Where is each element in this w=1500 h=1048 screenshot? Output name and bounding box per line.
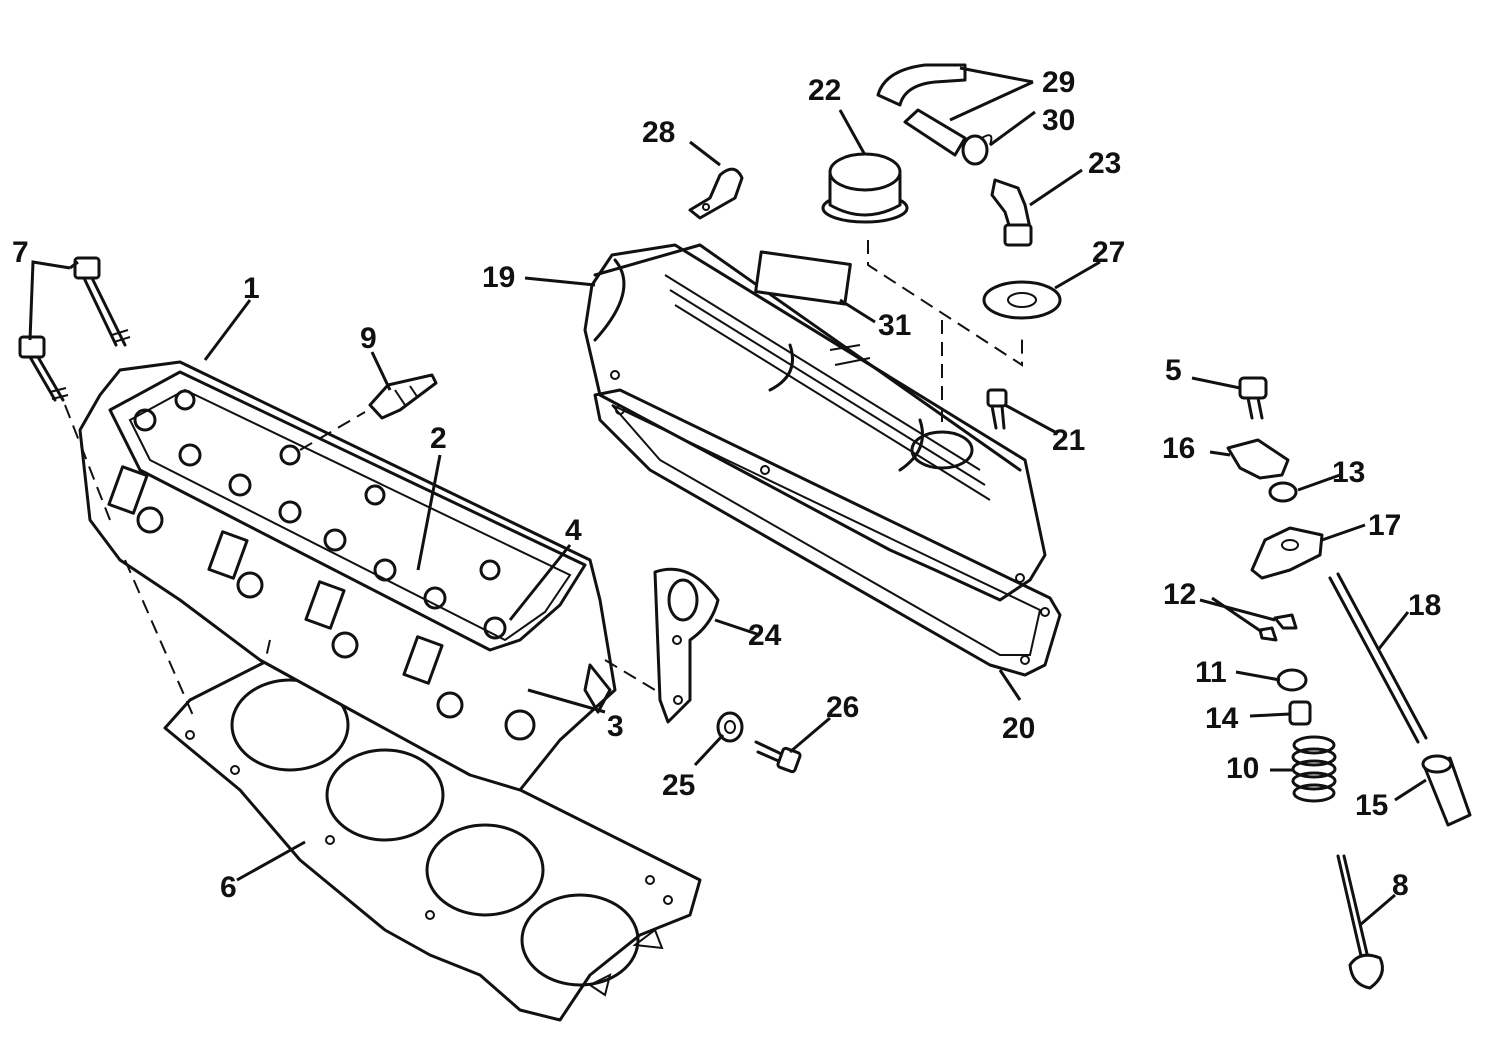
callout-18: 18: [1408, 589, 1441, 622]
callout-14: 14: [1205, 702, 1239, 735]
pushrod: [1328, 572, 1428, 744]
callout-24: 24: [748, 619, 782, 652]
callout-25: 25: [662, 769, 695, 802]
callout-6: 6: [220, 871, 237, 904]
spark-plug: [368, 373, 438, 420]
callout-31: 31: [878, 309, 911, 342]
callout-1: 1: [243, 272, 260, 305]
rocker-ball: [1268, 481, 1298, 503]
washer: [716, 711, 744, 743]
hose-clamp: [961, 134, 993, 166]
hydraulic-lifter: [1421, 754, 1472, 827]
callout-26: 26: [826, 691, 859, 724]
valve-seal: [1288, 700, 1312, 726]
head-valve-springs: [133, 389, 507, 640]
wire-clip: [688, 167, 744, 220]
head-plugs: [136, 506, 536, 741]
valve-keepers: [1258, 613, 1298, 642]
callout-16: 16: [1162, 432, 1195, 465]
oil-filler-cap: [821, 152, 909, 224]
callout-21: 21: [1052, 424, 1085, 457]
callout-12: 12: [1163, 578, 1196, 611]
hose: [876, 63, 967, 157]
callout-3: 3: [607, 710, 624, 743]
cylinder-head: [78, 360, 617, 792]
callout-15: 15: [1355, 789, 1388, 822]
alignment-lines: [64, 240, 1023, 721]
valve-cover-gasket: [593, 388, 1062, 677]
callout-22: 22: [808, 74, 841, 107]
head-exhaust-ports: [107, 465, 444, 685]
callout-28: 28: [642, 116, 675, 149]
valve-cover: [583, 243, 1047, 602]
callout-20: 20: [1002, 712, 1035, 745]
callout-2: 2: [430, 422, 447, 455]
callout-13: 13: [1332, 456, 1365, 489]
pushrod-guide: [1226, 438, 1290, 480]
spring-retainer: [1276, 668, 1308, 692]
callout-29: 29: [1042, 66, 1075, 99]
stud: [986, 388, 1008, 430]
callout-30: 30: [1042, 104, 1075, 137]
pcv-valve: [990, 178, 1033, 247]
callout-4: 4: [565, 514, 582, 547]
rocker-arm: [1250, 526, 1324, 580]
callout-7: 7: [12, 236, 29, 269]
rocker-bolt: [1238, 376, 1268, 420]
valve-spring: [1291, 735, 1337, 803]
leader-lines: [28, 66, 1427, 927]
callout-9: 9: [360, 322, 377, 355]
grommet: [982, 280, 1062, 320]
head-bolts: [18, 256, 131, 402]
callout-10: 10: [1226, 752, 1259, 785]
callout-5: 5: [1165, 354, 1182, 387]
callout-11: 11: [1195, 656, 1227, 689]
valve: [1336, 854, 1384, 990]
callout-27: 27: [1092, 236, 1125, 269]
callout-labels: 1 2 3 4 5 6 7 8 9 10 11 12 13 14 15 16 1…: [12, 66, 1441, 904]
callout-23: 23: [1088, 147, 1121, 180]
callout-19: 19: [482, 261, 515, 294]
decal-label: [754, 250, 852, 306]
callout-17: 17: [1368, 509, 1401, 542]
lifting-bracket: [653, 567, 720, 724]
callout-8: 8: [1392, 869, 1409, 902]
